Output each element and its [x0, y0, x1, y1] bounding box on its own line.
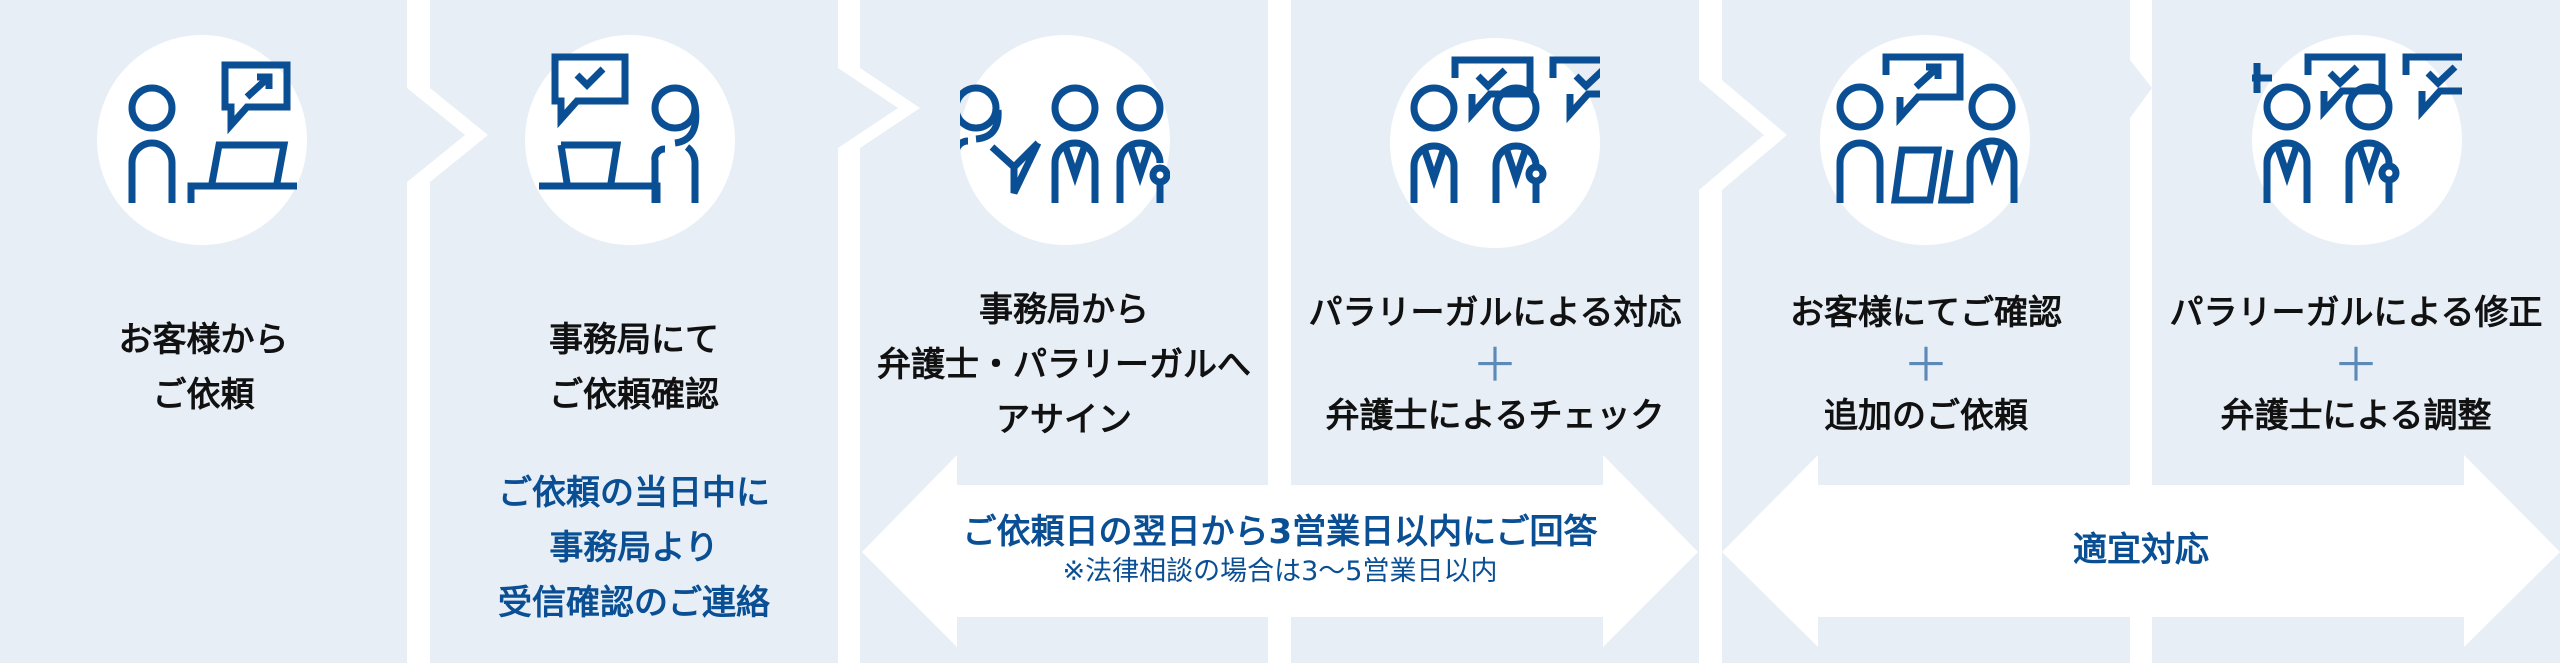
chevron-separator-1 — [407, 0, 488, 663]
arrow-1-main-text: ご依頼日の翌日から3営業日以内にご回答 — [962, 512, 1598, 552]
step-6-icon-circle — [2252, 35, 2462, 245]
step-2-note: ご依頼の当日中に 事務局より 受信確認のご連絡 — [430, 466, 838, 631]
arrow-2-label: 適宜対応 — [1722, 528, 2560, 572]
step-3-title-line-3: アサイン — [996, 400, 1132, 440]
step-4-icon-circle — [1390, 38, 1600, 248]
plus-icon: ＋ — [1472, 338, 1518, 392]
step-5-title-line-1: お客様にてご確認 — [1790, 293, 2062, 333]
step-3-icon-circle — [960, 35, 1170, 245]
step-3-title-line-1: 事務局から — [979, 290, 1149, 330]
step-1-title-line-1: お客様から — [118, 320, 289, 360]
step-4-title-line-1: パラリーガルによる対応 — [1308, 293, 1682, 333]
step-3-title-line-2: 弁護士・パラリーガルへ — [877, 345, 1251, 385]
plus-icon: ＋ — [1903, 338, 1949, 392]
step-5-icon-circle — [1820, 35, 2030, 245]
step-2-title: 事務局にて ご依頼確認 — [430, 313, 838, 423]
double-arrow-2 — [1722, 455, 2560, 647]
step-6-title-line-1: パラリーガルによる修正 — [2169, 293, 2543, 333]
step-2-icon-circle — [525, 35, 735, 245]
staff-assign-lawyers-icon — [960, 84, 1170, 203]
arrow-1-sub-text: ※法律相談の場合は3〜5営業日以内 — [1062, 556, 1498, 587]
arrow-2-main-text: 適宜対応 — [2073, 530, 2209, 570]
step-2-title-line-1: 事務局にて — [549, 320, 719, 360]
plus-icon — [2252, 63, 2272, 93]
step-2-note-line-1: ご依頼の当日中に — [498, 473, 770, 513]
step-2-title-line-2: ご依頼確認 — [549, 375, 719, 415]
step-2-note-line-2: 事務局より — [549, 528, 719, 568]
step-5-title: お客様にてご確認 ＋ 追加のご依頼 — [1722, 286, 2130, 444]
chevron-separator-4 — [1699, 0, 1787, 663]
step-1-icon-circle — [97, 35, 307, 245]
arrow-1-label: ご依頼日の翌日から3営業日以内にご回答 ※法律相談の場合は3〜5営業日以内 — [862, 510, 1698, 590]
step-6-title-line-2: 弁護士による調整 — [2220, 396, 2492, 436]
plus-two-lawyers-check-messages-icon — [2252, 53, 2462, 203]
two-lawyers-check-messages-icon — [1410, 56, 1600, 203]
client-lawyer-laptop-message-icon — [1836, 53, 2018, 204]
staff-laptop-check-message-icon — [539, 53, 700, 203]
plus-icon: ＋ — [2333, 338, 2379, 392]
step-4-title: パラリーガルによる対応 ＋ 弁護士によるチェック — [1291, 286, 1699, 444]
chevron-separator-2 — [838, 0, 920, 663]
step-1-title: お客様から ご依頼 — [0, 313, 407, 423]
step-5-title-line-2: 追加のご依頼 — [1824, 396, 2028, 436]
step-1-title-line-2: ご依頼 — [152, 375, 255, 415]
person-laptop-send-message-icon — [128, 61, 297, 203]
step-6-title: パラリーガルによる修正 ＋ 弁護士による調整 — [2152, 286, 2560, 444]
double-arrow-1 — [862, 455, 1698, 647]
step-2-note-line-3: 受信確認のご連絡 — [498, 583, 770, 623]
step-3-title: 事務局から 弁護士・パラリーガルへ アサイン — [860, 283, 1268, 448]
step-4-title-line-2: 弁護士によるチェック — [1325, 396, 1665, 436]
